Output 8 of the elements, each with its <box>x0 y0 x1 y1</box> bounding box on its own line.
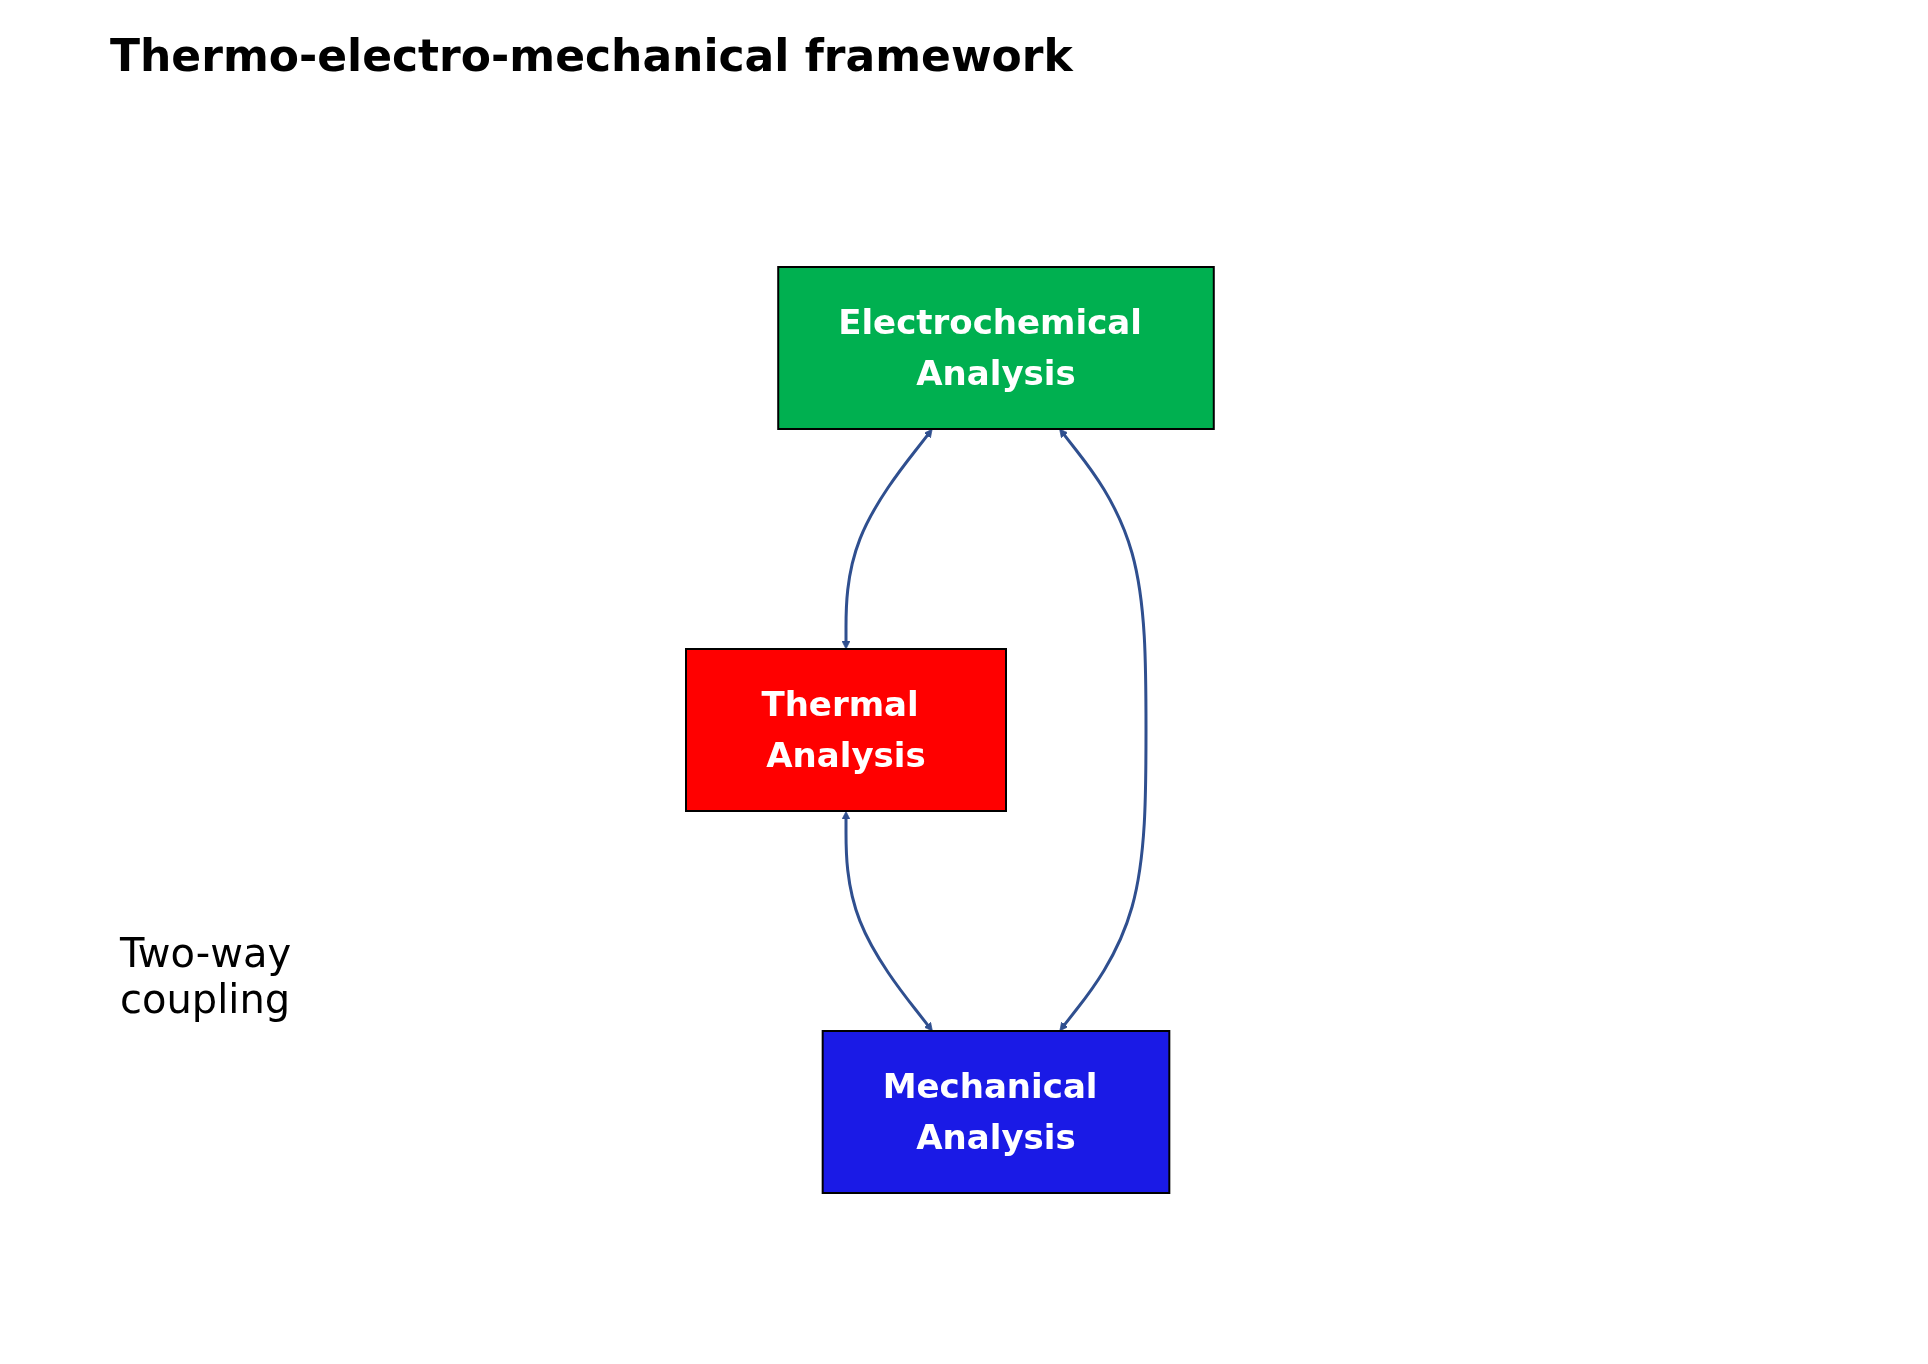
arrow <box>841 811 933 1032</box>
node-box: Electrochemical Analysis <box>777 266 1215 430</box>
node-box: Thermal Analysis <box>685 648 1008 812</box>
arrow <box>841 428 933 650</box>
node-box: Mechanical Analysis <box>821 1030 1171 1194</box>
arrow <box>1059 428 1148 1032</box>
diagram-title: Thermo-electro-mechanical framework <box>110 30 1073 81</box>
note-text: Two-way coupling <box>120 930 293 1022</box>
